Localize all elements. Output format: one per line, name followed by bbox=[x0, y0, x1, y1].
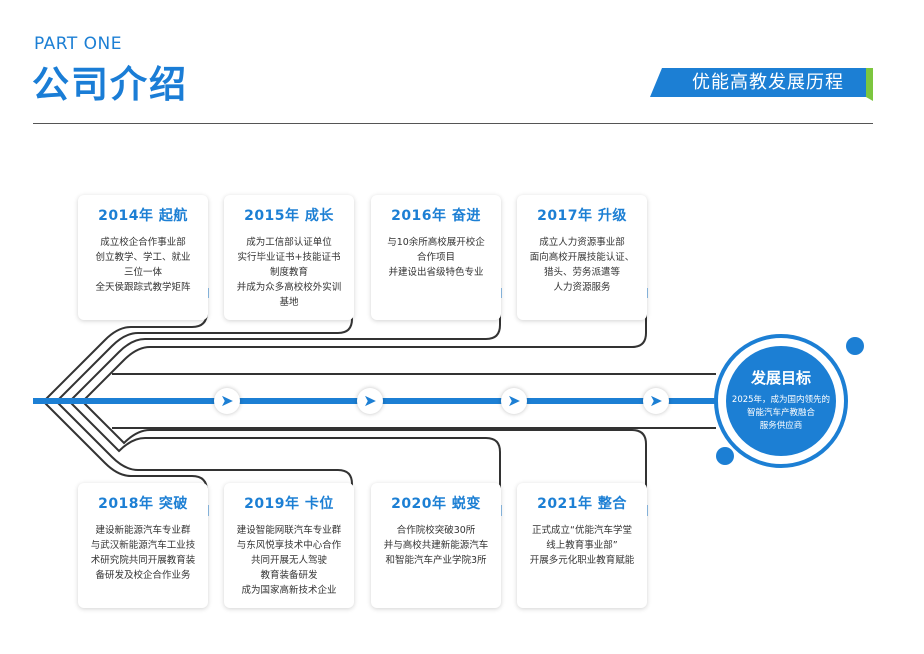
milestone-line: 并建设出省级特色专业 bbox=[388, 267, 484, 278]
milestone-line: 开展多元化职业教育赋能 bbox=[529, 555, 635, 566]
milestone-title: 2015年 成长 bbox=[244, 208, 334, 224]
play-arrow-icon: ➤ bbox=[214, 388, 240, 414]
branch-line-2016 bbox=[70, 296, 501, 401]
milestone-line: 线上教育事业部” bbox=[546, 540, 618, 551]
subtitle-accent-bar bbox=[866, 68, 873, 101]
milestone-line: 并与高校共建新能源汽车 bbox=[383, 540, 489, 551]
milestone-line: 成为国家高新技术企业 bbox=[241, 585, 337, 596]
ring-dot-bottom bbox=[716, 447, 734, 465]
milestone-line: 与10余所高校展开校企 bbox=[387, 237, 485, 248]
part-label: PART ONE bbox=[34, 34, 122, 54]
subtitle-tab bbox=[650, 68, 868, 97]
branch-line-2017 bbox=[83, 296, 647, 401]
milestone-description: 与10余所高校展开校企 合作项目 并建设出省级特色专业 bbox=[371, 235, 501, 280]
milestone-line: 合作院校突破30所 bbox=[396, 525, 476, 536]
milestone-line: 成为工信部认证单位 bbox=[246, 237, 332, 248]
milestone-line: 三位一体 bbox=[123, 267, 162, 278]
goal-title: 发展目标 bbox=[750, 369, 811, 387]
branch-line-2020 bbox=[70, 402, 501, 507]
goal-line: 智能汽车产教融合 bbox=[746, 408, 815, 418]
milestone-card-2019: 2019年 卡位 建设智能网联汽车专业群 与东风悦享技术中心合作 共同开展无人驾… bbox=[224, 483, 354, 608]
milestone-description: 成为工信部认证单位 实行毕业证书+技能证书 制度教育 并成为众多高校校外实训 基… bbox=[224, 235, 354, 310]
play-arrow-icon: ➤ bbox=[501, 388, 527, 414]
milestone-description: 建设新能源汽车专业群 与武汉新能源汽车工业技 术研究院共同开展教育装 备研发及校… bbox=[78, 523, 208, 583]
milestone-description: 成立人力资源事业部 面向高校开展技能认证、 猎头、劳务派遣等 人力资源服务 bbox=[517, 235, 647, 295]
milestone-card-2016: 2016年 奋进 与10余所高校展开校企 合作项目 并建设出省级特色专业 bbox=[371, 195, 501, 320]
milestone-description: 合作院校突破30所 并与高校共建新能源汽车 和智能汽车产业学院3所 bbox=[371, 523, 501, 568]
milestone-title: 2014年 起航 bbox=[98, 208, 188, 224]
milestone-line: 制度教育 bbox=[269, 267, 308, 278]
milestone-line: 成立人力资源事业部 bbox=[539, 237, 625, 248]
milestone-line: 基地 bbox=[279, 297, 299, 308]
branch-line-2019 bbox=[57, 402, 353, 507]
milestone-card-2020: 2020年 蜕变 合作院校突破30所 并与高校共建新能源汽车 和智能汽车产业学院… bbox=[371, 483, 501, 608]
play-arrow-icon: ➤ bbox=[357, 388, 383, 414]
milestone-card-2021: 2021年 整合 正式成立“优能汽车学堂 线上教育事业部” 开展多元化职业教育赋… bbox=[517, 483, 647, 608]
header-divider bbox=[33, 123, 873, 124]
milestone-line: 合作项目 bbox=[416, 252, 455, 263]
milestone-title: 2020年 蜕变 bbox=[391, 496, 481, 512]
subtitle-text: 优能高教发展历程 bbox=[692, 72, 844, 93]
milestone-line: 正式成立“优能汽车学堂 bbox=[532, 525, 632, 536]
milestone-line: 人力资源服务 bbox=[553, 282, 611, 293]
milestone-title: 2018年 突破 bbox=[98, 496, 188, 512]
milestone-card-2017: 2017年 升级 成立人力资源事业部 面向高校开展技能认证、 猎头、劳务派遣等 … bbox=[517, 195, 647, 320]
milestone-line: 全天侯跟踪式教学矩阵 bbox=[95, 282, 191, 293]
branch-line-2021 bbox=[83, 402, 647, 507]
milestone-line: 共同开展无人驾驶 bbox=[250, 555, 327, 566]
play-arrow-icon: ➤ bbox=[643, 388, 669, 414]
milestone-line: 与东风悦享技术中心合作 bbox=[236, 540, 342, 551]
milestone-card-2014: 2014年 起航 成立校企合作事业部 创立教学、学工、就业 三位一体 全天侯跟踪… bbox=[78, 195, 208, 320]
milestone-line: 和智能汽车产业学院3所 bbox=[385, 555, 487, 566]
milestone-line: 面向高校开展技能认证、 bbox=[529, 252, 635, 263]
milestone-line: 与武汉新能源汽车工业技 bbox=[90, 540, 196, 551]
goal-circle: 发展目标 2025年，成为国内领先的 智能汽车产教融合 服务供应商 bbox=[726, 346, 836, 456]
branch-line-2015 bbox=[57, 296, 353, 401]
milestone-description: 建设智能网联汽车专业群 与东风悦享技术中心合作 共同开展无人驾驶 教育装备研发 … bbox=[224, 523, 354, 598]
ring-dot-top bbox=[846, 337, 864, 355]
goal-description: 2025年，成为国内领先的 智能汽车产教融合 服务供应商 bbox=[726, 394, 836, 433]
milestone-line: 实行毕业证书+技能证书 bbox=[237, 252, 341, 263]
milestone-line: 教育装备研发 bbox=[260, 570, 318, 581]
milestone-description: 成立校企合作事业部 创立教学、学工、就业 三位一体 全天侯跟踪式教学矩阵 bbox=[78, 235, 208, 295]
milestone-title: 2017年 升级 bbox=[537, 208, 627, 224]
milestone-description: 正式成立“优能汽车学堂 线上教育事业部” 开展多元化职业教育赋能 bbox=[517, 523, 647, 568]
milestone-line: 创立教学、学工、就业 bbox=[95, 252, 191, 263]
milestone-line: 备研发及校企合作业务 bbox=[95, 570, 191, 581]
milestone-card-2018: 2018年 突破 建设新能源汽车专业群 与武汉新能源汽车工业技 术研究院共同开展… bbox=[78, 483, 208, 608]
milestone-line: 建设智能网联汽车专业群 bbox=[236, 525, 342, 536]
milestone-line: 并成为众多高校校外实训 bbox=[236, 282, 342, 293]
milestone-line: 猎头、劳务派遣等 bbox=[543, 267, 620, 278]
milestone-title: 2021年 整合 bbox=[537, 496, 627, 512]
milestone-title: 2016年 奋进 bbox=[391, 208, 481, 224]
page-title: 公司介绍 bbox=[32, 63, 188, 106]
milestone-line: 成立校企合作事业部 bbox=[100, 237, 186, 248]
milestone-line: 术研究院共同开展教育装 bbox=[90, 555, 196, 566]
milestone-card-2015: 2015年 成长 成为工信部认证单位 实行毕业证书+技能证书 制度教育 并成为众… bbox=[224, 195, 354, 320]
milestone-line: 建设新能源汽车专业群 bbox=[95, 525, 191, 536]
goal-line: 2025年，成为国内领先的 bbox=[731, 395, 831, 405]
goal-line: 服务供应商 bbox=[759, 421, 803, 431]
milestone-title: 2019年 卡位 bbox=[244, 496, 334, 512]
